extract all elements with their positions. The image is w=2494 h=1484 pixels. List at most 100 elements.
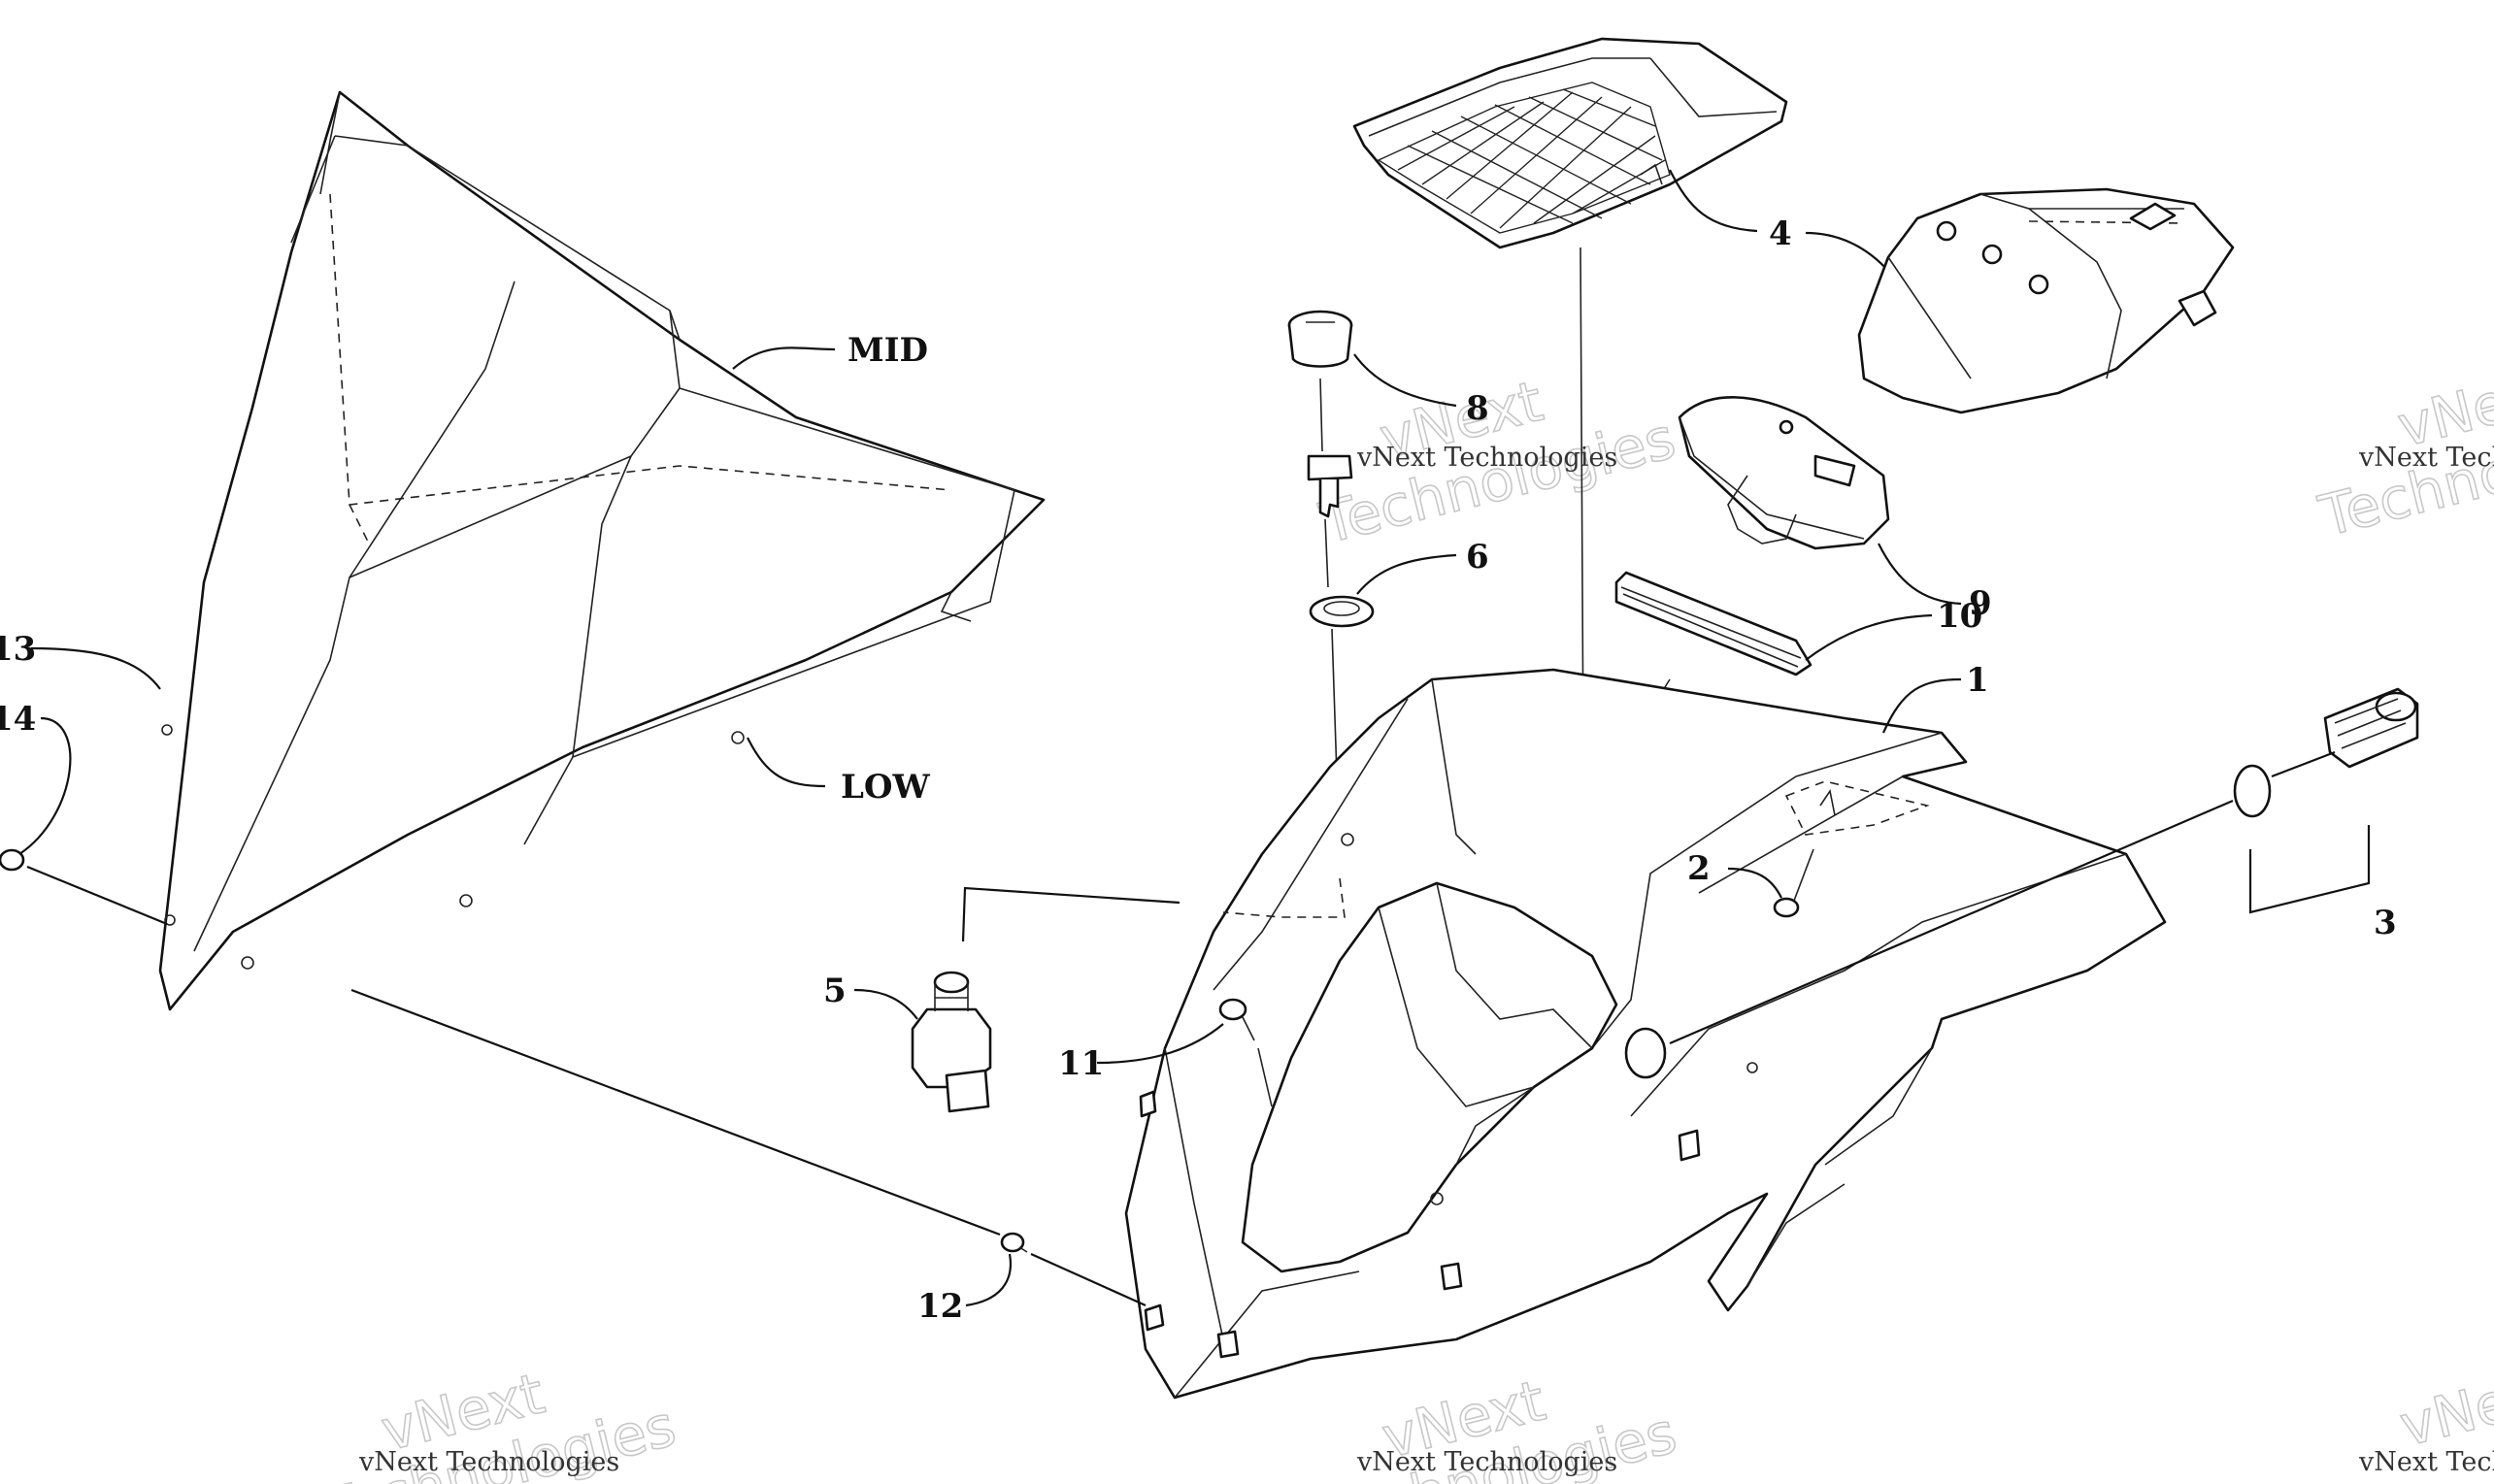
windshield-shoulder: [679, 387, 1015, 491]
watermark-caption: vNext Technologies: [2358, 1447, 2494, 1477]
callout-4-leader-right: [1805, 231, 1894, 278]
windshield-mount-hole: [241, 956, 254, 970]
hood-decal-outline: [1784, 780, 1930, 836]
cover-front-edge: [1979, 193, 2122, 379]
bezel-ring: [1309, 595, 1375, 628]
callout-14-leader: [18, 716, 72, 855]
key-head: [1307, 454, 1353, 481]
hood-hidden-line: [1222, 877, 1346, 918]
connector-top: [933, 971, 970, 994]
watermark-bottom-right: vNext: [2393, 1355, 2494, 1461]
key-cap: [1287, 310, 1353, 368]
key-blade: [1318, 478, 1340, 518]
hood-decal-mark: [1819, 788, 1836, 816]
cover-fastener: [1981, 244, 2003, 265]
callout-2-leader: [1727, 867, 1782, 899]
hood-clip: [1440, 1262, 1463, 1291]
callout-1-leader: [1881, 677, 1962, 734]
cowl-inner-edge: [1378, 907, 1535, 1107]
windshield-inner-line: [349, 280, 515, 578]
callout-6: 6: [1466, 538, 1489, 577]
windshield-lower-crease: [523, 756, 574, 845]
hood-cowl: [1241, 881, 1618, 1273]
cowl-screw: [1218, 998, 1273, 1107]
watermark-line1: vNext: [2394, 1356, 2494, 1460]
hood-left-crease: [1213, 698, 1409, 991]
tray-mesh-lines: [1397, 88, 1666, 229]
key-cap-body: [1287, 323, 1353, 368]
callout-1: 1: [1966, 661, 1989, 700]
callout-13-leader: [30, 646, 161, 690]
callout-13: 13: [0, 630, 36, 669]
screw-shank: [1242, 1016, 1255, 1041]
callout-10: 10: [1937, 597, 1982, 636]
hood-upper-crease: [1431, 678, 1477, 855]
callout-8-leader: [1353, 353, 1457, 408]
gasket-ribs: [1620, 586, 1802, 668]
watermark-caption: vNext Technologies: [2358, 443, 2494, 473]
windshield-screw: [0, 848, 168, 926]
watermark-caption: vNext Technologies: [1356, 443, 1617, 473]
screw-head: [0, 848, 25, 872]
rivet-alignment-left: [350, 988, 1001, 1237]
watermark-caption: vNext Technologies: [358, 1447, 619, 1477]
hood-hole: [1341, 833, 1354, 846]
cover-latch-side: [2178, 289, 2217, 327]
tray-rim: [1368, 57, 1650, 137]
watermark-right: vNext Technologies: [2311, 355, 2494, 550]
gauge-bezel-edge: [1679, 416, 1865, 540]
console-cover: [1857, 187, 2235, 414]
bezel-inner: [1323, 601, 1360, 616]
hood-right-sweep: [1698, 775, 1904, 894]
screw-head: [1773, 897, 1800, 918]
hood-clip: [1216, 1330, 1240, 1359]
low-leader: [747, 737, 826, 788]
hood-side-panel: [1630, 853, 2127, 1117]
gauge-gasket: [1614, 571, 1812, 676]
callout-8: 8: [1466, 389, 1489, 428]
plug-nut: [2233, 764, 2272, 818]
cowl-lower-edge: [1455, 1086, 1535, 1166]
gauge-housing: [1678, 396, 1890, 550]
callout-4-leader-left: [1669, 169, 1758, 233]
cover-side-line: [1887, 256, 1972, 379]
screw-alignment-line: [26, 865, 168, 926]
screw-shank: [1793, 848, 1814, 902]
callout-9: 9: [1969, 584, 1992, 623]
callout-11: 11: [1058, 1044, 1104, 1083]
accessory-plug: [2233, 687, 2419, 818]
hood-clip: [1678, 1129, 1701, 1162]
callout-9-leader: [1878, 543, 1962, 606]
rivet-stem: [1018, 1246, 1028, 1253]
key-alignment-top: [1319, 378, 1323, 452]
hood-center-line: [1591, 732, 1943, 1049]
rivet-alignment-right: [1030, 1252, 1147, 1307]
gauge-assembly: [1678, 396, 1890, 550]
gauge-mount-stub: [1727, 475, 1797, 544]
windshield-mount-hole: [161, 724, 173, 736]
rivet-head: [1000, 1232, 1025, 1253]
mark-mid: MID: [848, 331, 928, 370]
callout-5-leader: [853, 988, 918, 1020]
gauge-connector: [1813, 454, 1856, 487]
callout-3: 3: [2374, 904, 2397, 942]
cover-fastener: [1936, 220, 1957, 242]
connector-alignment-line: [961, 886, 1180, 942]
screw-head: [1218, 998, 1247, 1021]
cowl-ridge: [1436, 882, 1593, 1049]
gauge-screw: [1779, 419, 1794, 435]
tray-back-wall: [1649, 57, 1778, 117]
plug-threads: [2334, 698, 2407, 749]
connector-plug: [945, 1069, 990, 1113]
windshield-low-cut-edge: [349, 504, 370, 544]
hood-side-lower: [1824, 1047, 1933, 1166]
harness-connector: [911, 971, 992, 1113]
callout-14: 14: [0, 700, 36, 739]
hood-clip: [1139, 1090, 1157, 1118]
hood-hole: [1430, 1192, 1444, 1205]
hood-screw: [1773, 848, 1814, 918]
callout-10-leader: [1805, 613, 1933, 661]
windshield-outline: [158, 90, 1046, 1011]
plug-port-line: [1669, 799, 2234, 1045]
